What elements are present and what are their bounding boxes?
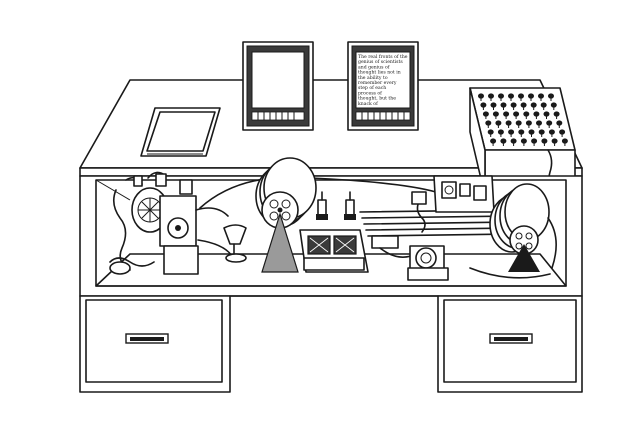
lever-key (528, 93, 534, 99)
lever-key (513, 111, 520, 117)
lever-key (497, 129, 504, 135)
drive-belts (359, 209, 513, 258)
lever-key (540, 102, 547, 108)
screen-text-line: remember every (358, 80, 397, 86)
lever-key (520, 138, 527, 144)
screen-text-line: and genius of (358, 64, 390, 70)
photocell-lamp (223, 224, 247, 263)
lever-key (508, 129, 515, 135)
lever-key (482, 111, 489, 117)
screen-control-keys-right (355, 111, 411, 121)
lever-key (520, 102, 527, 108)
center-viewing-screen (242, 41, 314, 131)
lever-key (510, 102, 517, 108)
center-camera-unit (299, 191, 369, 273)
lever-key (525, 120, 532, 126)
lever-keyboard (469, 87, 576, 197)
left-drawer-handle (125, 333, 169, 344)
lever-key (508, 93, 514, 99)
lever-key (495, 120, 502, 126)
lever-key (480, 102, 487, 108)
lever-key (488, 93, 494, 99)
lever-key (538, 129, 545, 135)
screen-text-line: the ability to (358, 75, 388, 81)
screen-text-line: thought, but the (358, 96, 396, 102)
lever-key (500, 138, 507, 144)
lever-key (553, 111, 560, 117)
lever-key (548, 93, 554, 99)
small-motor (407, 245, 449, 281)
lever-key (510, 138, 517, 144)
lever-key (536, 120, 542, 126)
screen-control-keys-left (251, 111, 305, 121)
lever-key (556, 120, 563, 126)
lever-key (498, 93, 504, 99)
lever-key (561, 138, 568, 144)
lever-key (478, 93, 484, 99)
lever-key (546, 120, 553, 126)
screen-text-line: The real fronts of the (358, 54, 408, 60)
right-drawer-handle (489, 333, 533, 344)
screen-text-line: genius of scientists (358, 59, 403, 65)
lever-key (538, 93, 544, 99)
lever-key (548, 129, 555, 135)
lever-key (530, 102, 537, 108)
screen-text-line: process of (358, 90, 382, 96)
lever-key (518, 93, 524, 99)
lever-key (490, 138, 497, 144)
lever-key (490, 102, 497, 108)
lever-key (515, 120, 522, 126)
left-pedestal (79, 295, 231, 393)
lever-key (543, 111, 550, 117)
screen-text-line: knack of (358, 101, 378, 107)
lever-key (503, 111, 510, 117)
lever-key (541, 138, 548, 144)
lever-key (551, 138, 558, 144)
right-reel-stand (508, 244, 540, 272)
lever-key (528, 129, 535, 135)
lever-key (533, 111, 540, 117)
left-motor-assembly (109, 171, 233, 275)
lever-key (550, 102, 557, 108)
center-film-reel (255, 157, 317, 273)
lever-key (559, 129, 566, 135)
lever-key (487, 129, 494, 135)
projector-block (411, 175, 495, 233)
screen-text-line: step of each (358, 85, 386, 91)
reel-stand (261, 211, 299, 273)
right-film-reel (469, 183, 557, 279)
left-translucent-screen (140, 107, 221, 157)
screen-text-line: thought lies not in (358, 70, 401, 76)
lever-key (500, 102, 507, 108)
lever-key (523, 111, 530, 117)
lever-key (518, 129, 525, 135)
lever-key (505, 120, 512, 126)
lever-key (531, 138, 538, 144)
right-pedestal (437, 295, 583, 393)
key-grid (478, 93, 568, 146)
lever-key (492, 111, 499, 117)
lever-key (485, 120, 492, 126)
